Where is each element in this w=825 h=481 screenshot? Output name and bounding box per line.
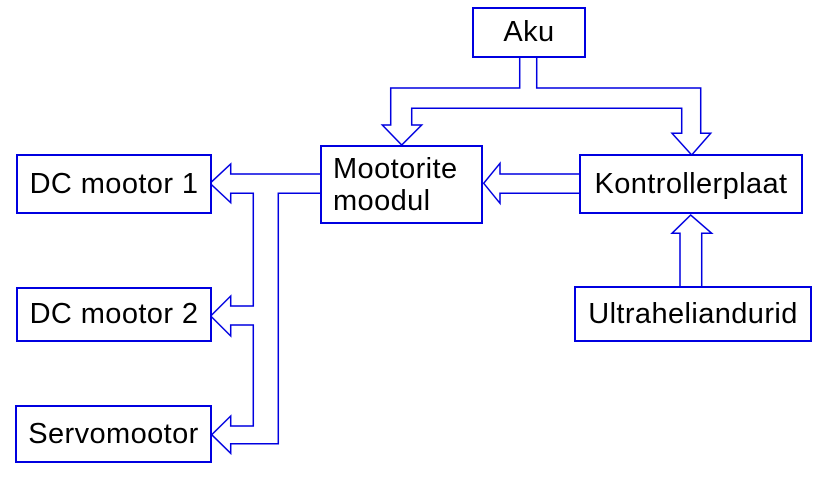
arrow-aku-to-mootorite-and-kontrollerplaat <box>380 57 713 157</box>
node-dc-mootor-2-label: DC mootor 2 <box>29 298 199 330</box>
node-dc-mootor-1: DC mootor 1 <box>16 154 212 214</box>
arrow-ultraheliandurid-to-kontrollerplaat <box>670 213 714 287</box>
arrow-mootorite-moodul-to-motors <box>208 162 322 456</box>
node-ultraheliandurid-label: Ultraheliandurid <box>588 297 798 330</box>
node-mootorite-moodul-label-line2: moodul <box>333 184 431 217</box>
node-mootorite-moodul-label-line1: Mootorite <box>333 152 458 185</box>
node-ultraheliandurid: Ultraheliandurid <box>574 286 812 342</box>
node-kontrollerplaat: Kontrollerplaat <box>579 154 803 214</box>
node-dc-mootor-1-label: DC mootor 1 <box>29 167 199 200</box>
node-aku: Aku <box>472 7 586 58</box>
node-servomootor-label: Servomootor <box>28 417 199 450</box>
node-servomootor: Servomootor <box>15 405 212 463</box>
node-kontrollerplaat-label: Kontrollerplaat <box>594 167 788 200</box>
node-mootorite-moodul: Mootorite moodul <box>320 145 483 224</box>
node-dc-mootor-2: DC mootor 2 <box>16 287 212 342</box>
node-aku-label: Aku <box>503 16 555 48</box>
arrow-kontrollerplaat-to-mootorite-moodul <box>482 161 580 206</box>
